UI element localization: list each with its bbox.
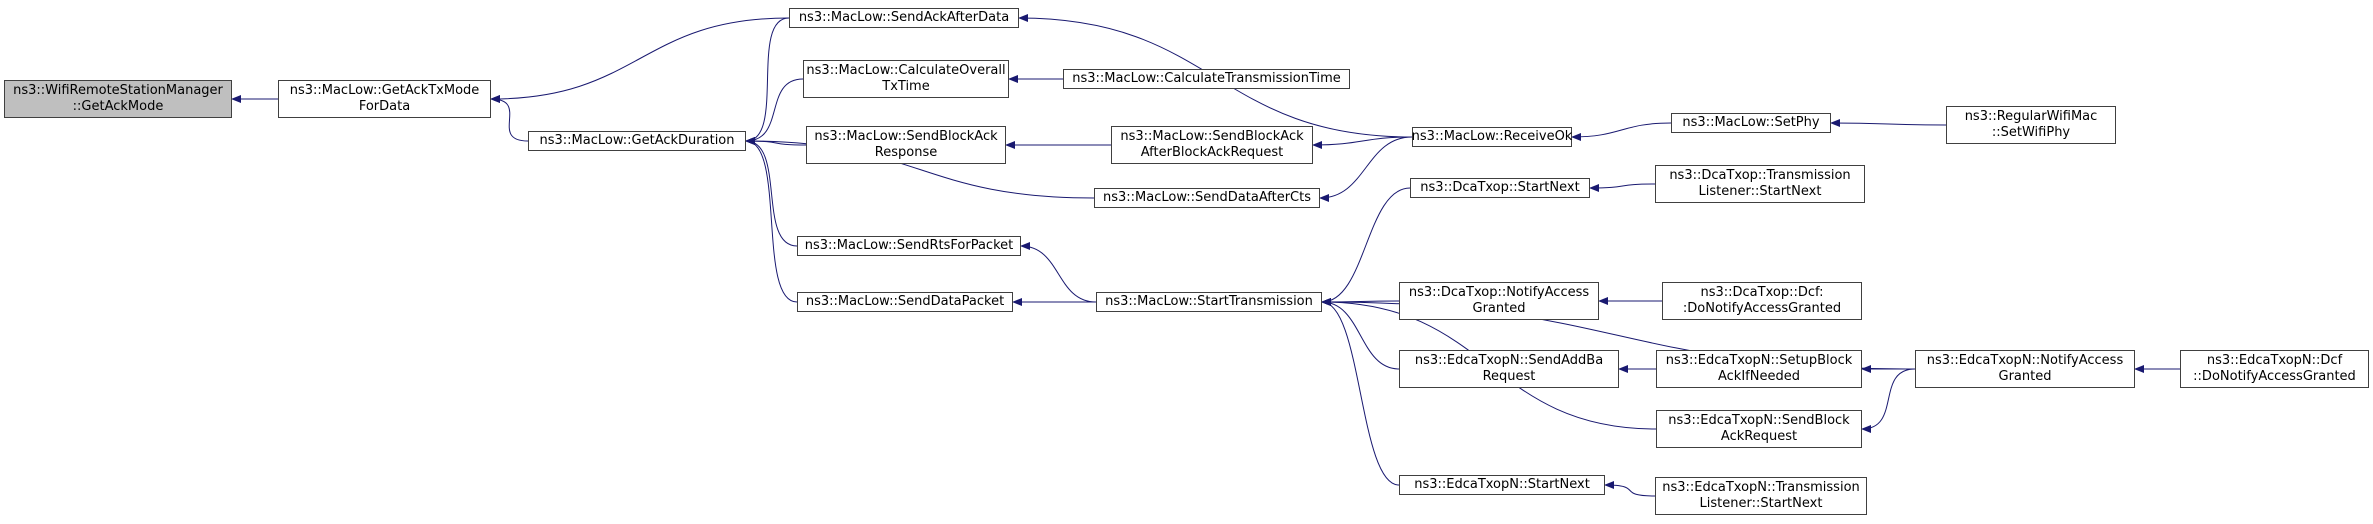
edge-receiveOk-to-sendDataAfterCts [1319, 136, 1413, 202]
node-label-line: ns3::WifiRemoteStationManager [13, 83, 223, 98]
node-getAckDuration[interactable]: ns3::MacLow::GetAckDuration [528, 131, 746, 151]
edge-edcaStartNext-to-startTransmission [1321, 298, 1400, 486]
node-label-line: Granted [1998, 369, 2052, 384]
node-label-line: ns3::EdcaTxopN::SendAddBa [1414, 353, 1604, 368]
node-sendDataAfterCts[interactable]: ns3::MacLow::SendDataAfterCts [1094, 188, 1320, 208]
edge-edcaNotifyAccess-to-edcaSendBlockAckReq [1861, 368, 1916, 433]
node-label-line: ns3::EdcaTxopN::SetupBlock [1665, 353, 1853, 368]
edge-sendAckAfterData-to-getAckDuration [745, 17, 790, 145]
node-setPhy[interactable]: ns3::MacLow::SetPhy [1671, 113, 1831, 133]
node-label-line: AckIfNeeded [1718, 369, 1800, 384]
node-label-line: ::DoNotifyAccessGranted [2193, 369, 2356, 384]
node-label-line: ns3::EdcaTxopN::NotifyAccess [1926, 353, 2124, 368]
node-label-line: ns3::MacLow::SendAckAfterData [798, 10, 1010, 25]
edge-edcaSendAddBa-to-startTransmission [1321, 298, 1400, 370]
node-sendRtsForPacket[interactable]: ns3::MacLow::SendRtsForPacket [797, 236, 1021, 256]
node-label-line: AckRequest [1720, 429, 1798, 444]
node-sendAckAfterData[interactable]: ns3::MacLow::SendAckAfterData [789, 8, 1019, 28]
edge-regularSetWifiPhy-to-setPhy [1830, 119, 1947, 128]
edge-sendDataPacket-to-getAckDuration [745, 137, 798, 303]
node-dcaStartNext[interactable]: ns3::DcaTxop::StartNext [1410, 178, 1590, 198]
node-root: ns3::WifiRemoteStationManager::GetAckMod… [4, 80, 232, 118]
node-label-line: ns3::MacLow::CalculateOverall [806, 63, 1006, 78]
node-label-line: ns3::DcaTxop::Transmission [1669, 168, 1851, 183]
node-label-line: ns3::EdcaTxopN::StartNext [1414, 477, 1590, 492]
edge-sendRtsForPacket-to-getAckDuration [745, 137, 798, 247]
node-label-line: ::SetWifiPhy [1991, 125, 2071, 140]
edge-calcOverallTx-to-getAckDuration [745, 78, 804, 145]
node-label-line: ::GetAckMode [72, 99, 164, 114]
edge-sendAckAfterData-to-getAckTxMode [490, 17, 790, 103]
node-label-line: ns3::DcaTxop::NotifyAccess [1408, 285, 1590, 300]
node-label-line: ns3::EdcaTxopN::Dcf [2206, 353, 2343, 368]
edge-receiveOk-to-sendBlockAckAfterReq [1312, 136, 1413, 149]
edge-dcaStartNext-to-startTransmission [1321, 187, 1411, 306]
node-label-line: ns3::MacLow::GetAckTxMode [289, 83, 480, 98]
node-label-line: ns3::DcaTxop::Dcf: [1700, 285, 1824, 300]
node-label-line: ns3::MacLow::CalculateTransmissionTime [1072, 71, 1341, 86]
node-label-line: :DoNotifyAccessGranted [1682, 301, 1842, 316]
node-label-line: ns3::MacLow::SendDataAfterCts [1103, 190, 1311, 205]
node-startTransmission[interactable]: ns3::MacLow::StartTransmission [1096, 292, 1322, 312]
node-label-line: ns3::MacLow::StartTransmission [1105, 294, 1313, 309]
node-sendDataPacket[interactable]: ns3::MacLow::SendDataPacket [797, 292, 1013, 312]
node-label-line: ns3::MacLow::SendRtsForPacket [804, 238, 1014, 253]
node-label-line: Granted [1472, 301, 1526, 316]
node-label-line: ns3::MacLow::SendBlockAck [1120, 129, 1304, 144]
node-label-line: ns3::DcaTxop::StartNext [1420, 180, 1580, 195]
node-label-line: AfterBlockAckRequest [1140, 145, 1284, 160]
node-calcTransmission[interactable]: ns3::MacLow::CalculateTransmissionTime [1063, 69, 1350, 89]
edge-edcaTLStartNext-to-edcaStartNext [1604, 481, 1656, 497]
edge-startTransmission-to-sendRtsForPacket [1020, 242, 1097, 303]
node-label-line: TxTime [882, 79, 930, 94]
node-edcaDcfNotify[interactable]: ns3::EdcaTxopN::Dcf::DoNotifyAccessGrant… [2180, 350, 2369, 388]
node-dcaDcfNotify[interactable]: ns3::DcaTxop::Dcf::DoNotifyAccessGranted [1662, 282, 1862, 320]
node-regularSetWifiPhy[interactable]: ns3::RegularWifiMac::SetWifiPhy [1946, 106, 2116, 144]
node-label-line: ns3::MacLow::SetPhy [1682, 115, 1820, 130]
node-receiveOk[interactable]: ns3::MacLow::ReceiveOk [1412, 127, 1572, 147]
edge-setPhy-to-receiveOk [1571, 122, 1672, 141]
node-label-line: ns3::MacLow::SendDataPacket [805, 294, 1005, 309]
node-label-line: Listener::StartNext [1699, 496, 1823, 511]
edge-getAckDuration-to-getAckTxMode [490, 95, 529, 142]
node-label-line: ns3::MacLow::ReceiveOk [1411, 129, 1573, 144]
node-label-line: ns3::MacLow::SendBlockAck [814, 129, 998, 144]
node-label-line: Listener::StartNext [1698, 184, 1822, 199]
node-label-line: ns3::MacLow::GetAckDuration [539, 133, 735, 148]
node-label-line: Response [874, 145, 938, 160]
node-label-line: ns3::RegularWifiMac [1964, 109, 2098, 124]
edge-dcaTLStartNext-to-dcaStartNext [1589, 183, 1656, 192]
node-label-line: ns3::EdcaTxopN::Transmission [1662, 480, 1860, 495]
node-label-line: ForData [358, 99, 411, 114]
node-label-line: ns3::EdcaTxopN::SendBlock [1668, 413, 1850, 428]
node-edcaStartNext[interactable]: ns3::EdcaTxopN::StartNext [1399, 475, 1605, 495]
node-label-line: Request [1482, 369, 1536, 384]
